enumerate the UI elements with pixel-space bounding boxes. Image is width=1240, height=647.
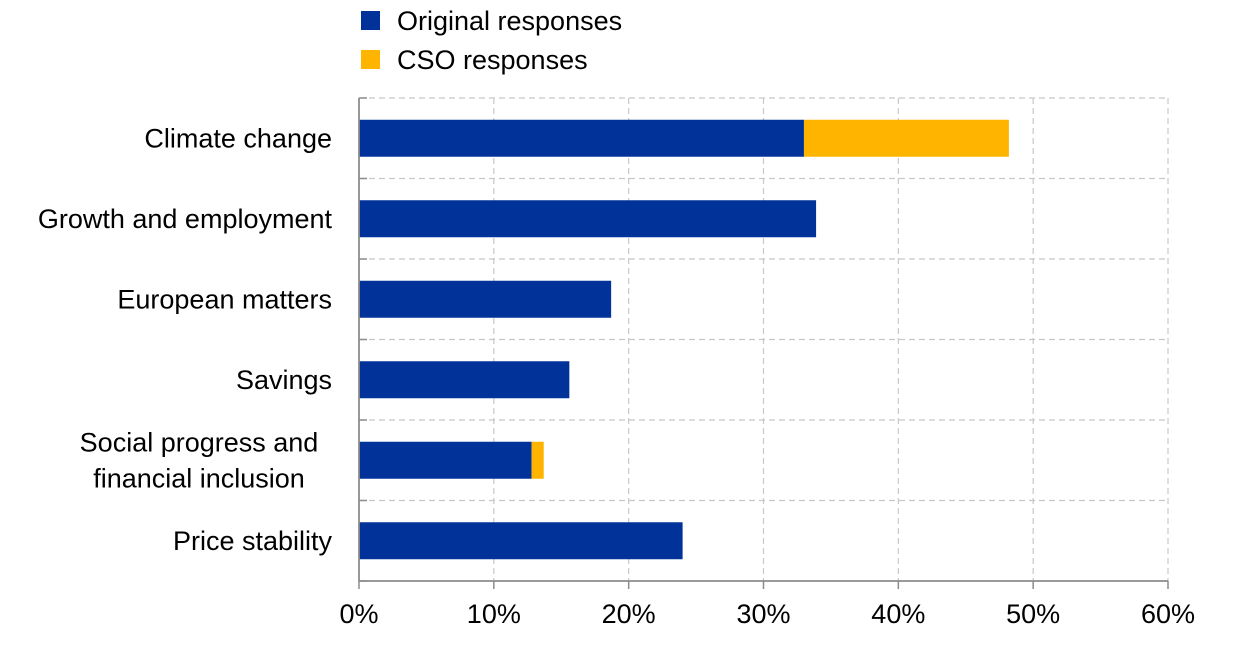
- category-label: Price stability: [173, 526, 333, 556]
- category-label-line: Social progress and: [80, 427, 319, 457]
- bar-segment: [803, 119, 1009, 157]
- x-tick-label: 0%: [339, 599, 378, 629]
- category-label: Savings: [236, 365, 332, 395]
- category-label: Growth and employment: [38, 204, 333, 234]
- x-tick-label: 20%: [602, 599, 656, 629]
- x-tick-label: 40%: [871, 599, 925, 629]
- x-tick-label: 30%: [736, 599, 790, 629]
- bar-segment: [359, 522, 683, 560]
- bar-segment: [531, 441, 544, 479]
- legend-swatch: [361, 50, 380, 69]
- category-label-line: European matters: [117, 284, 332, 314]
- category-label: Social progress and financial inclusion: [80, 427, 319, 493]
- grid: [359, 97, 1169, 581]
- category-label-line: Climate change: [144, 123, 332, 153]
- bar-segment: [359, 441, 532, 479]
- legend-label: CSO responses: [397, 45, 588, 75]
- bar-segment: [359, 200, 817, 238]
- bar-segment: [359, 361, 570, 399]
- category-label-line: Price stability: [173, 526, 333, 556]
- category-label: European matters: [117, 284, 332, 314]
- category-label: Climate change: [144, 123, 332, 153]
- legend-swatch: [361, 11, 380, 30]
- bar-segment: [359, 280, 612, 318]
- category-label-line: Savings: [236, 365, 332, 395]
- category-label-line: Growth and employment: [38, 204, 333, 234]
- legend-label: Original responses: [397, 6, 622, 36]
- category-label-line: financial inclusion: [93, 463, 305, 493]
- x-tick-label: 50%: [1006, 599, 1060, 629]
- bar-segment: [359, 119, 804, 157]
- axes: 0% 10% 20% 30% 40% 50% 60%: [339, 97, 1195, 629]
- bars: [359, 119, 1009, 560]
- x-tick-label: 10%: [467, 599, 521, 629]
- x-tick-label: 60%: [1141, 599, 1195, 629]
